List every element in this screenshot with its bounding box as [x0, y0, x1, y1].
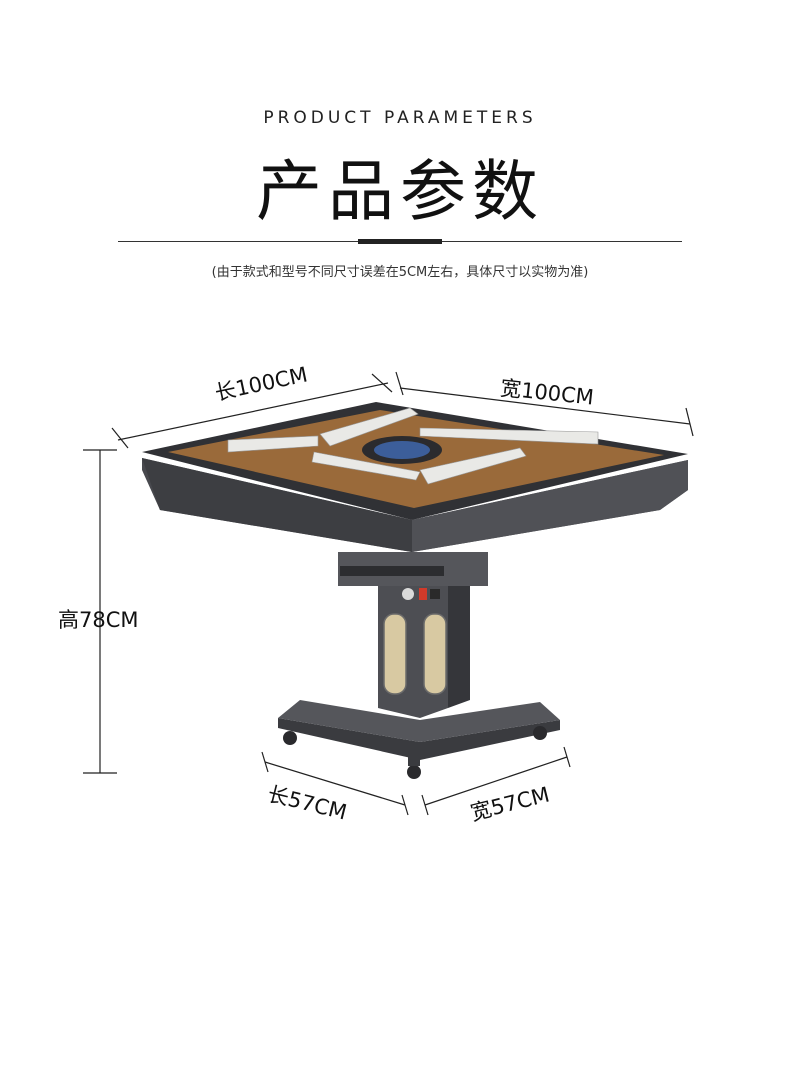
dim-line-table-length — [117, 382, 389, 441]
drawer-slot — [340, 566, 444, 576]
power-button — [402, 588, 414, 600]
dim-line-base-width — [424, 756, 568, 806]
dim-line-base-length — [264, 761, 406, 806]
dim-line-table-width — [399, 387, 691, 425]
label-height: 高78CM — [58, 608, 139, 632]
subtitle-english: PRODUCT PARAMETERS — [263, 108, 537, 128]
red-switch — [419, 588, 427, 600]
right-light-panel — [423, 613, 447, 695]
page-title: 产品参数 — [256, 153, 544, 230]
table-column — [338, 552, 488, 718]
dimension-lines — [83, 371, 694, 816]
table-base — [278, 700, 560, 779]
size-disclaimer: (由于款式和型号不同尺寸误差在5CM左右，具体尺寸以实物为准) — [211, 265, 589, 280]
divider-accent — [358, 239, 442, 244]
left-light-panel — [383, 613, 407, 695]
table-top — [142, 402, 688, 552]
